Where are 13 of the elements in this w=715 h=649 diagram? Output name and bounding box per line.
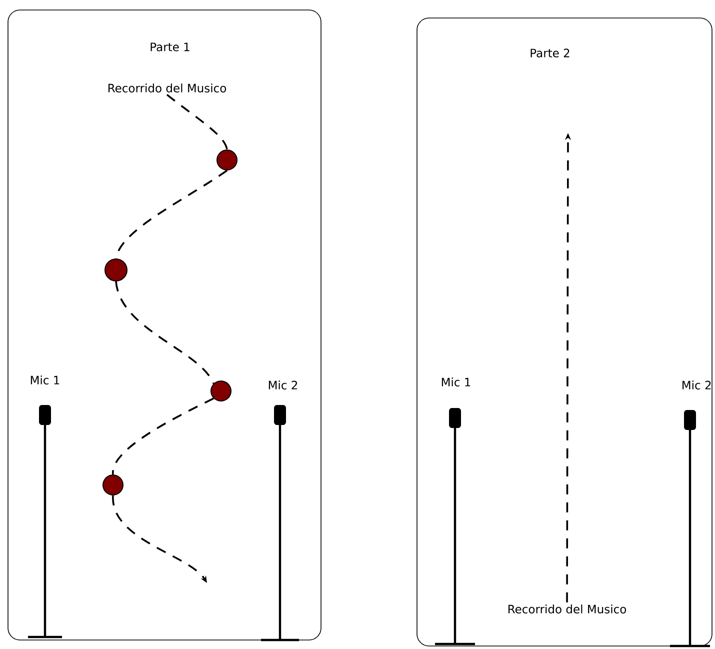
position-dot <box>102 474 124 496</box>
dashed-path <box>115 281 214 384</box>
dashed-path <box>166 94 228 150</box>
microphone-label: Mic 1 <box>30 376 60 384</box>
microphone-label: Mic 1 <box>442 378 470 386</box>
position-dot <box>216 150 238 170</box>
microphone-label: Mic 2 <box>268 380 298 390</box>
position-dot <box>104 258 128 282</box>
path-label: Recorrido del Musico <box>108 84 226 92</box>
path-label: Recorrido del Musico <box>508 604 626 614</box>
position-dot <box>210 380 232 402</box>
dashed-path <box>112 398 214 475</box>
microphone-label: Mic 2 <box>682 380 711 390</box>
